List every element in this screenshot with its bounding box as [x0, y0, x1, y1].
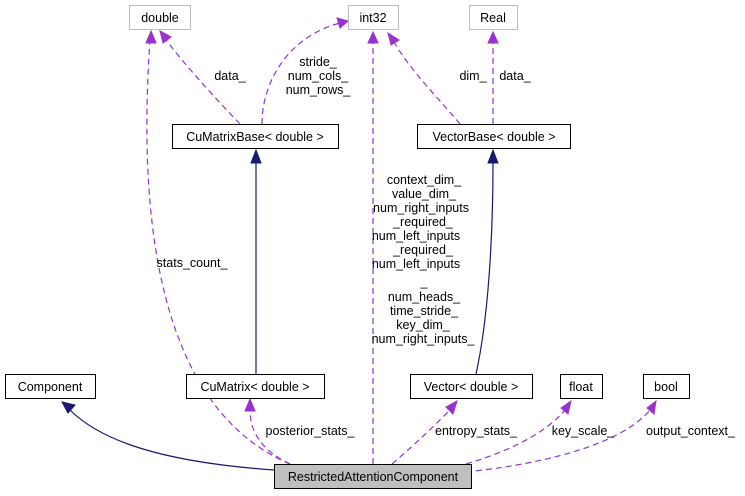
edge-label-line: num_right_inputs — [373, 201, 469, 215]
edge-restricted-component — [61, 401, 275, 471]
node-component-label: Component — [18, 380, 83, 394]
edge-label-posterior-stats: posterior_stats_ — [266, 424, 356, 438]
edge-label-entropy-stats: entropy_stats_ — [435, 424, 518, 438]
node-vector[interactable]: Vector< double > — [410, 374, 533, 399]
edge-label-line: stride_ — [299, 55, 338, 69]
edge-label-line: num_cols_ — [288, 69, 349, 83]
node-int32[interactable]: int32 — [348, 5, 399, 30]
edge-label-cmb-int32: stride_ num_cols_ num_rows_ — [286, 55, 352, 97]
node-vector-label: Vector< double > — [424, 380, 519, 394]
edge-restricted-bool — [465, 399, 657, 473]
edge-cumatrixbase-int32 — [261, 17, 350, 125]
edge-restricted-float — [465, 399, 572, 465]
edge-restricted-int32 — [367, 30, 379, 464]
edge-vectorbase-int32 — [387, 31, 461, 125]
node-restricted-label: RestrictedAttentionComponent — [288, 470, 459, 484]
edge-label-line: context_dim_ — [387, 173, 462, 187]
node-cumatrixbase-label: CuMatrixBase< double > — [186, 130, 324, 144]
edge-label-line: num_left_inputs — [372, 257, 460, 271]
edge-label-ra-int32: context_dim_ value_dim_ num_right_inputs… — [372, 173, 476, 346]
node-bool-label: bool — [654, 380, 678, 394]
edge-restricted-cumatrix — [244, 397, 291, 465]
node-float[interactable]: float — [560, 374, 603, 399]
edge-label-line: num_left_inputs — [372, 229, 460, 243]
node-real[interactable]: Real — [469, 5, 518, 30]
node-real-label: Real — [480, 11, 506, 25]
edge-label-line: _required_ — [392, 243, 454, 257]
edge-label-line: num_right_inputs_ — [372, 332, 476, 346]
edge-label-line: time_stride_ — [390, 304, 459, 318]
node-bool[interactable]: bool — [643, 374, 690, 399]
edge-label-vb-real: data_ — [499, 69, 531, 83]
edge-label-line: num_heads_ — [388, 290, 461, 304]
edge-label-line: _ — [420, 275, 429, 289]
edge-label-line: _required_ — [392, 215, 454, 229]
node-cumatrixbase[interactable]: CuMatrixBase< double > — [172, 124, 339, 149]
edge-label-key-scale: key_scale_ — [552, 424, 616, 438]
edge-label-line: num_rows_ — [286, 83, 352, 97]
node-cumatrix-label: CuMatrix< double > — [200, 380, 309, 394]
edge-label-vb-int32: dim_ — [459, 69, 487, 83]
edge-cumatrixbase-double — [159, 30, 241, 125]
node-vectorbase-label: VectorBase< double > — [432, 130, 555, 144]
node-double[interactable]: double — [129, 5, 191, 30]
node-int32-label: int32 — [359, 11, 386, 25]
node-double-label: double — [141, 11, 179, 25]
edge-label-line: value_dim_ — [392, 187, 457, 201]
node-cumatrix[interactable]: CuMatrix< double > — [186, 374, 325, 399]
edge-label-data-double: data_ — [214, 69, 246, 83]
node-restricted-attention-component[interactable]: RestrictedAttentionComponent — [274, 464, 472, 489]
edge-vector-vectorbase — [475, 148, 499, 375]
edge-restricted-double — [145, 29, 291, 465]
node-vectorbase[interactable]: VectorBase< double > — [417, 124, 571, 149]
edge-label-line: key_dim_ — [396, 318, 451, 332]
edge-label-stats-count: stats_count_ — [157, 256, 229, 270]
edge-vectorbase-real — [487, 30, 499, 124]
edge-cumatrix-cumatrixbase — [250, 148, 262, 374]
node-component[interactable]: Component — [5, 374, 96, 399]
edge-restricted-vector — [391, 399, 458, 465]
node-float-label: float — [569, 380, 593, 394]
edge-label-output-context: output_context_ — [646, 424, 736, 438]
